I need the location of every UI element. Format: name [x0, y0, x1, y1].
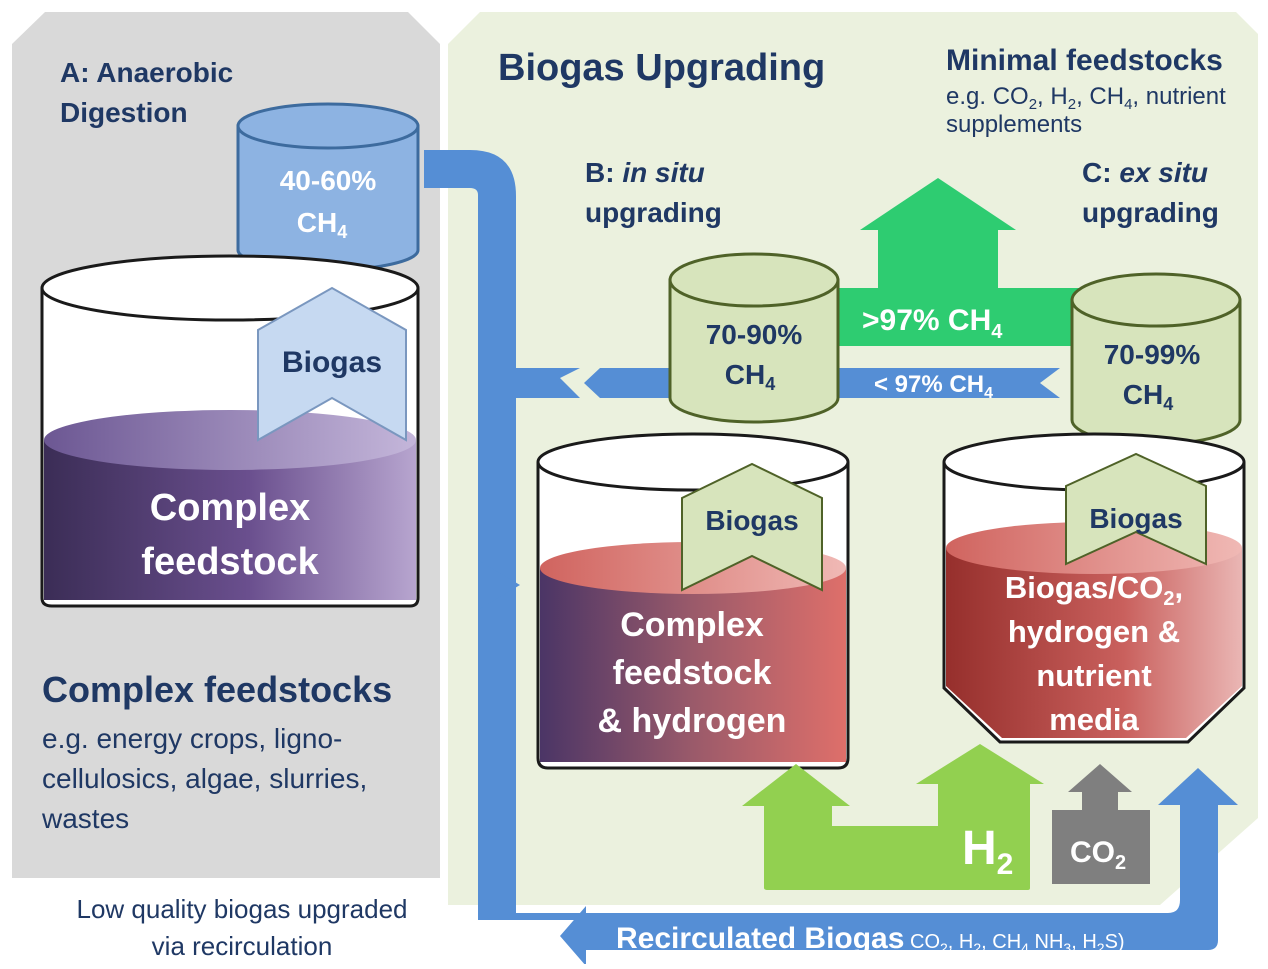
complex-feedstocks-heading: Complex feedstocks — [42, 669, 392, 710]
complex-desc-line1: e.g. energy crops, ligno- — [42, 723, 342, 754]
co2-label: CO2 — [1070, 836, 1126, 874]
biogas-upgrading-title: Biogas Upgrading — [498, 47, 825, 89]
tank-a-line2: CH4 — [297, 207, 347, 242]
co2-feed-arrow — [1052, 764, 1150, 884]
feed-b-line3: & hydrogen — [598, 702, 787, 740]
biogas-label-a: Biogas — [282, 346, 382, 379]
panel-b-title-line1: B: in situ — [585, 157, 705, 188]
h2-label: H2 — [962, 822, 1013, 881]
feed-c-line1: Biogas/CO2, — [1005, 570, 1183, 610]
high-ch4-label: >97% CH4 — [862, 304, 1003, 343]
tank-b-line1: 70-90% — [706, 319, 803, 350]
panel-c-title-line1: C: ex situ — [1082, 157, 1208, 188]
h2-feed-arrow — [742, 744, 1044, 890]
footer-line1: Low quality biogas upgraded — [76, 894, 407, 924]
low-ch4-label: < 97% CH4 — [874, 371, 993, 402]
biogas-arrow-a — [257, 286, 407, 442]
feed-a-line2: feedstock — [141, 541, 319, 583]
complex-desc-line3: wastes — [41, 803, 129, 834]
recirculated-biogas-label: Recirculated Biogas CO2, H2, CH4 NH3, H2… — [616, 922, 1125, 956]
feed-c-line4: media — [1049, 702, 1139, 737]
minimal-feedstocks-line2: supplements — [946, 111, 1082, 138]
biogas-label-b: Biogas — [705, 505, 798, 536]
biogas-label-c: Biogas — [1089, 503, 1182, 534]
tank-c — [1070, 272, 1242, 446]
low-ch4-arrow — [832, 368, 1060, 398]
tank-c-line1: 70-99% — [1104, 339, 1201, 370]
tank-b-line2: CH4 — [725, 359, 775, 394]
tank-a-line1: 40-60% — [280, 165, 377, 196]
feed-b-line1: Complex — [620, 606, 764, 644]
recirculation-pipe — [424, 150, 1238, 966]
panel-b-title-line2: upgrading — [585, 197, 722, 228]
return-arrow-upper — [516, 368, 580, 398]
panel-a-title-line2: Digestion — [60, 97, 188, 128]
low-ch4-arrow-left — [584, 368, 676, 398]
complex-desc-line2: cellulosics, algae, slurries, — [42, 763, 367, 794]
minimal-feedstocks-line1: e.g. CO2, H2, CH4, nutrient — [946, 83, 1226, 113]
biogas-arrow-c — [1065, 452, 1207, 566]
biogas-arrow-b — [681, 462, 823, 592]
tank-c-line2: CH4 — [1123, 379, 1173, 414]
high-ch4-arrow — [836, 178, 1080, 346]
panel-c-title-line2: upgrading — [1082, 197, 1219, 228]
feed-b-line2: feedstock — [613, 654, 772, 692]
panel-a-title-line1: A: Anaerobic — [60, 57, 233, 88]
feed-a-line1: Complex — [150, 487, 310, 529]
minimal-feedstocks-title: Minimal feedstocks — [946, 44, 1223, 77]
footer-line2: via recirculation — [152, 931, 333, 961]
branch-arrow-to-insitu — [478, 560, 520, 610]
tank-b — [668, 252, 840, 424]
feed-c-line3: nutrient — [1036, 658, 1151, 693]
feed-c-line2: hydrogen & — [1008, 614, 1180, 649]
tank-a — [236, 102, 420, 272]
